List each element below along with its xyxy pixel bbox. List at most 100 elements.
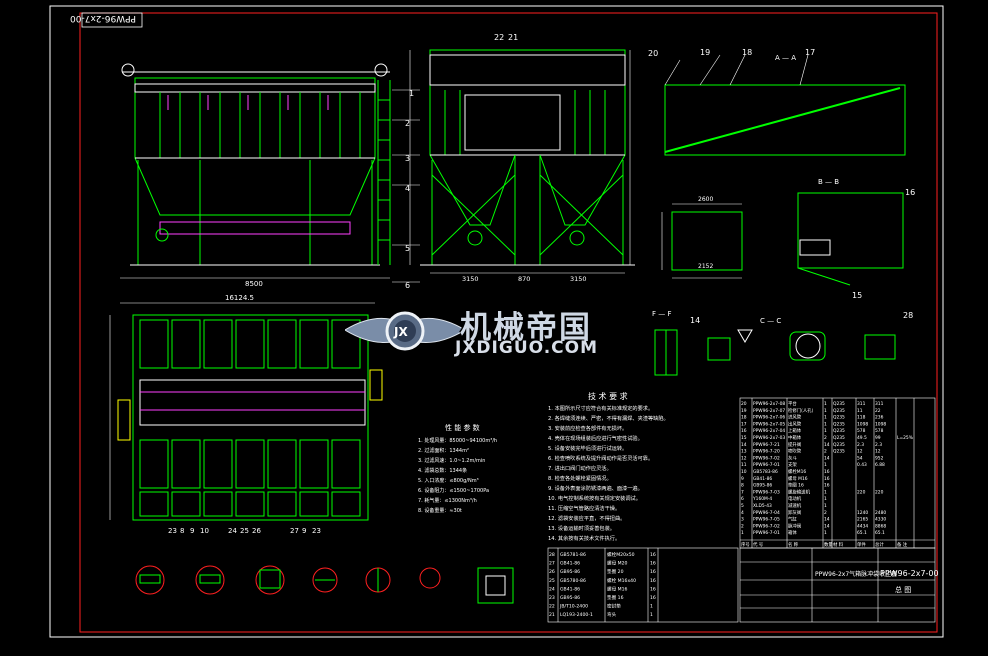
drawing-frame-outer [49, 5, 944, 638]
front-view [120, 63, 391, 279]
perf-line: 1. 处理风量：85000~94100m³/h [418, 437, 497, 444]
parts-cell: 8 [741, 483, 744, 489]
parts-cell: 支架 [788, 461, 797, 468]
std-cell: 螺栓 M16x40 [607, 577, 636, 584]
parts-cell: PPW96-2x7-06 [753, 415, 785, 421]
parts-cell: 14 [824, 523, 830, 529]
parts-cell: PPW96-7-20 [753, 449, 780, 455]
tech-req-line: 8. 检查各处螺栓紧固情况。 [548, 474, 612, 482]
callout-24: 24 [228, 527, 237, 535]
tech-req-title: 技 术 要 求 [588, 391, 628, 401]
callout-2: 2 [405, 119, 410, 128]
side-view [409, 49, 635, 274]
parts-cell: 311 [875, 401, 884, 407]
callout-23: 23 [168, 527, 177, 535]
tech-req-line: 1. 本图所示尺寸应符合有关标准规定的要求。 [548, 404, 653, 412]
parts-cell: 49.5 [857, 435, 867, 441]
std-cell: 25 [549, 578, 555, 584]
parts-cell: XLD5-43 [753, 503, 772, 509]
section-aa-title: A — A [775, 54, 796, 62]
tech-req-line: 12. 滤袋安装应平直，不得扭曲。 [548, 514, 625, 522]
parts-header-cell: 备 注 [897, 541, 908, 548]
callout-22: 22 [494, 33, 504, 42]
parts-table-grid [739, 397, 936, 549]
std-cell: 16 [650, 586, 656, 592]
parts-header-cell: 总计 [875, 541, 884, 548]
parts-cell: 14 [824, 455, 830, 461]
parts-cell: 箱体 [788, 529, 797, 536]
parts-cell: 垫圈 16 [788, 482, 804, 489]
parts-cell: 12 [875, 449, 881, 455]
callout-8: 8 [180, 527, 184, 535]
perf-line: 2. 过滤面积：1344m² [418, 447, 469, 454]
callout-5: 5 [405, 244, 410, 253]
parts-cell: 电动机 [788, 495, 802, 502]
parts-cell: L=25% [897, 435, 913, 441]
parts-cell: 1 [824, 462, 827, 468]
perf-line: 6. 设备阻力：≤1500~1700Pa [418, 487, 489, 494]
parts-cell: 7 [741, 489, 744, 495]
parts-cell: 1240 [857, 510, 868, 516]
parts-cell: 11 [741, 462, 747, 468]
tech-req-line: 7. 进出口阀门动作应灵活。 [548, 464, 612, 472]
std-cell: GB95-86 [560, 595, 580, 601]
parts-cell: 19 [741, 408, 747, 414]
parts-cell: PPW96-7-05 [753, 517, 780, 523]
parts-cell: 22 [875, 408, 881, 414]
parts-cell: 1 [824, 415, 827, 421]
section-height-dim: 2152 [698, 263, 713, 270]
parts-cell: PPW96-2x7-07 [753, 408, 785, 414]
tech-req-line: 9. 设备外表面涂防锈漆两遍、面漆一遍。 [548, 484, 643, 492]
callout-10: 10 [200, 527, 209, 535]
title-code: PPW96-2x7-00 [880, 569, 939, 578]
parts-cell: 出风管 [788, 420, 802, 427]
tech-req-line: 6. 检查喷吹系统及提升阀动作是否灵活可靠。 [548, 454, 653, 462]
parts-cell: 4434 [857, 523, 868, 529]
std-cell: 螺母 M20 [607, 560, 628, 567]
std-cell: GB41-86 [560, 561, 580, 567]
callout-25: 25 [240, 527, 249, 535]
parts-cell: 220 [857, 489, 866, 495]
tech-req-line: 3. 安装前应检查各部件有无损坏。 [548, 424, 627, 432]
section-bb-view [797, 192, 904, 286]
std-cell: 16 [650, 561, 656, 567]
parts-cell: 1 [824, 489, 827, 495]
parts-cell: PPW96-2x7-03 [753, 435, 785, 441]
parts-cell: 喷吹管 [788, 448, 802, 455]
parts-cell: PPW96-7-02 [753, 455, 780, 461]
parts-cell: Q235 [833, 428, 845, 434]
callout-23b: 23 [312, 527, 321, 535]
parts-header-cell: 数量 [824, 541, 833, 548]
parts-header-cell: 名 称 [788, 541, 799, 548]
parts-cell: 99 [875, 435, 881, 441]
parts-cell: GB95-86 [753, 483, 772, 489]
parts-cell: PPW96-7-01 [753, 462, 780, 468]
callout-21: 21 [508, 33, 518, 42]
parts-cell: 灰斗 [788, 454, 797, 461]
parts-cell: 11 [857, 408, 863, 414]
callout-18: 18 [742, 48, 752, 57]
parts-cell: 1098 [857, 421, 868, 427]
parts-cell: Q235 [833, 442, 845, 448]
parts-cell: 18 [741, 415, 747, 421]
parts-cell: Q235 [833, 435, 845, 441]
parts-cell: Q235 [833, 449, 845, 455]
title-sheet: 总 图 [895, 585, 911, 594]
std-cell: 28 [549, 552, 555, 558]
parts-cell: 12 [857, 449, 863, 455]
parts-cell: Y160M-4 [752, 496, 772, 502]
parts-cell: 8868 [875, 523, 886, 529]
parts-cell: 2.3 [857, 442, 864, 448]
std-cell: 密封垫 [607, 603, 621, 610]
parts-cell: 12 [741, 455, 747, 461]
parts-cell: PPW96-7-21 [753, 442, 780, 448]
side-dim-a: 3150 [462, 275, 479, 283]
std-cell: 螺栓M20x50 [607, 551, 635, 558]
side-dim-c: 3150 [570, 275, 587, 283]
section-aa-view [664, 54, 906, 156]
parts-header-cell: 单件 [857, 541, 866, 548]
watermark-logo-letters: JX [393, 325, 408, 339]
perf-line: 8. 设备重量：≈30t [418, 507, 462, 514]
